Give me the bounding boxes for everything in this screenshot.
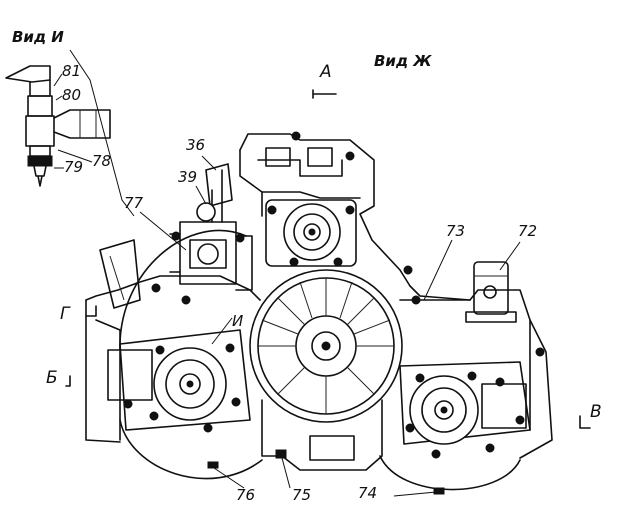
callout-81: 81 <box>62 62 82 80</box>
callout-80: 80 <box>62 86 82 104</box>
callout-74: 74 <box>358 484 378 502</box>
callout-77: 77 <box>124 194 144 212</box>
callout-75: 75 <box>292 486 312 504</box>
section-mark-b: Б <box>46 368 58 388</box>
view-label-vid-zh: Вид Ж <box>374 52 432 70</box>
callout-73: 73 <box>446 222 466 240</box>
callout-78: 78 <box>92 152 112 170</box>
callout-79: 79 <box>64 158 84 176</box>
section-mark-v: В <box>590 402 602 422</box>
callout-76: 76 <box>236 486 256 504</box>
engine-body <box>85 131 553 495</box>
section-markers <box>65 89 591 429</box>
callout-36: 36 <box>186 136 206 154</box>
section-mark-g: Г <box>60 304 70 324</box>
section-mark-i: И <box>232 312 244 330</box>
callout-72: 72 <box>518 222 538 240</box>
callout-39: 39 <box>178 168 198 186</box>
leader-lines <box>139 155 521 497</box>
inset-detail-view-i <box>5 49 135 217</box>
view-label-vid-i: Вид И <box>12 28 64 46</box>
section-mark-a: А <box>320 62 332 82</box>
